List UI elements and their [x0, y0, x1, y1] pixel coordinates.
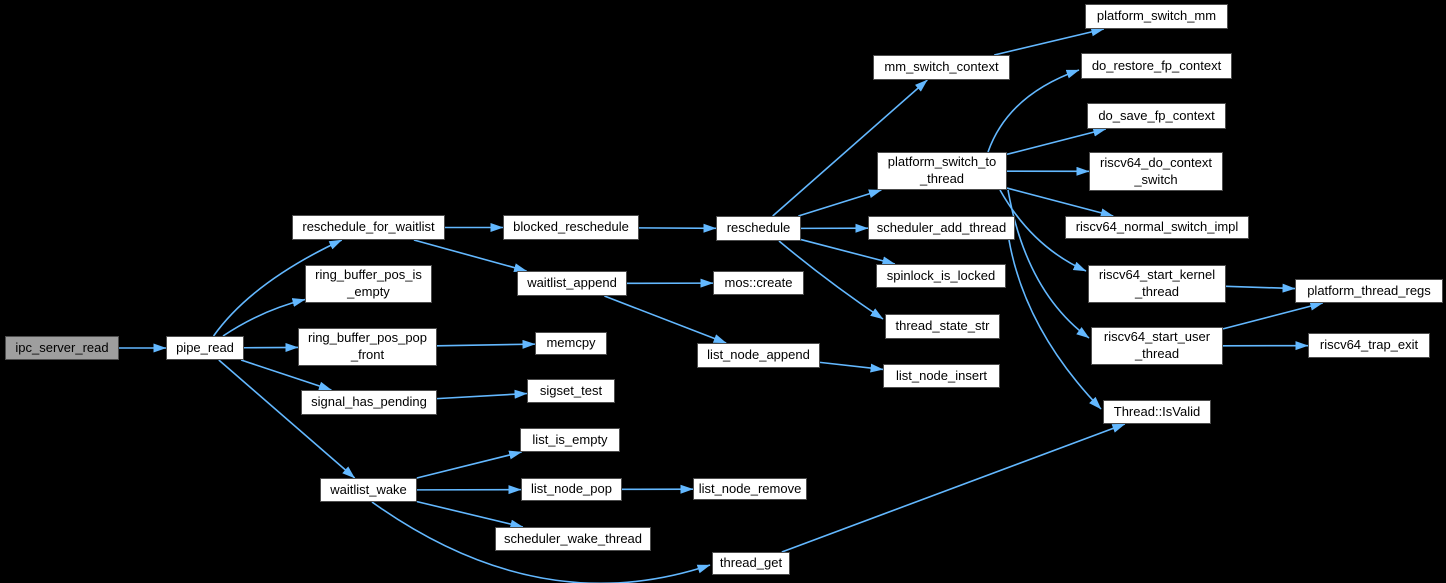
node-waitlist_wake[interactable]: waitlist_wake	[320, 478, 417, 502]
edge-reschedule-to-spinlock_is_locked	[800, 238, 896, 266]
edge-signal_has_pending-to-sigset_test	[436, 389, 528, 400]
node-riscv64_start_user_thread[interactable]: riscv64_start_user _thread	[1091, 327, 1223, 365]
node-waitlist_append[interactable]: waitlist_append	[517, 271, 627, 296]
node-list_node_append[interactable]: list_node_append	[697, 343, 820, 368]
node-ipc_server_read: ipc_server_read	[5, 336, 119, 360]
edge-pipe_read-to-waitlist_wake	[218, 359, 356, 479]
node-mm_switch_context[interactable]: mm_switch_context	[873, 55, 1010, 80]
edge-pipe_read-to-ring_buffer_pos_is_empty	[222, 298, 306, 337]
node-reschedule_for_waitlist[interactable]: reschedule_for_waitlist	[292, 215, 445, 240]
edge-reschedule-to-platform_switch_to_thread	[798, 189, 882, 217]
edge-riscv64_start_kernel_thread-to-platform_thread_regs	[1225, 283, 1296, 293]
edge-waitlist_wake-to-thread_get	[371, 501, 711, 583]
node-scheduler_wake_thread[interactable]: scheduler_wake_thread	[495, 527, 651, 551]
edge-waitlist_wake-to-list_is_empty	[416, 450, 523, 479]
edge-platform_switch_to_thread-to-do_save_fp_context	[1006, 127, 1107, 156]
edge-platform_switch_to_thread-to-do_restore_fp_context	[987, 69, 1080, 153]
edge-pipe_read-to-reschedule_for_waitlist	[212, 239, 343, 337]
node-ring_buffer_pos_is_empty[interactable]: ring_buffer_pos_is _empty	[305, 265, 432, 303]
node-list_node_insert[interactable]: list_node_insert	[883, 364, 1000, 388]
edge-waitlist_wake-to-scheduler_wake_thread	[416, 500, 524, 529]
node-riscv64_do_context_switch[interactable]: riscv64_do_context _switch	[1089, 152, 1223, 191]
edge-reschedule-to-mm_switch_context	[772, 79, 928, 217]
edge-mm_switch_context-to-platform_switch_mm	[994, 27, 1105, 56]
edge-pipe_read-to-signal_has_pending	[240, 359, 332, 391]
edge-list_node_append-to-list_node_insert	[819, 361, 884, 373]
node-thread_get[interactable]: thread_get	[712, 552, 790, 575]
node-platform_switch_mm[interactable]: platform_switch_mm	[1085, 4, 1228, 29]
node-blocked_reschedule[interactable]: blocked_reschedule	[503, 215, 639, 240]
edge-ring_buffer_pos_pop_front-to-memcpy	[436, 339, 536, 349]
node-list_node_remove[interactable]: list_node_remove	[693, 478, 807, 500]
edge-riscv64_start_user_thread-to-platform_thread_regs	[1222, 301, 1324, 330]
node-thread_isvalid[interactable]: Thread::IsValid	[1103, 400, 1211, 424]
node-riscv64_trap_exit[interactable]: riscv64_trap_exit	[1308, 333, 1430, 358]
edge-waitlist_append-to-list_node_append	[604, 295, 727, 344]
node-memcpy[interactable]: memcpy	[535, 332, 607, 355]
edge-thread_get-to-thread_isvalid	[781, 423, 1126, 553]
edge-platform_switch_to_thread-to-riscv64_start_user_thread	[1007, 189, 1090, 339]
node-do_save_fp_context[interactable]: do_save_fp_context	[1087, 103, 1226, 129]
node-riscv64_start_kernel_thread[interactable]: riscv64_start_kernel _thread	[1088, 265, 1226, 303]
node-sigset_test[interactable]: sigset_test	[527, 379, 615, 403]
node-mos_create[interactable]: mos::create	[713, 271, 804, 295]
edge-platform_switch_to_thread-to-riscv64_start_kernel_thread	[999, 189, 1087, 272]
edge-reschedule_for_waitlist-to-waitlist_append	[413, 239, 528, 273]
node-scheduler_add_thread[interactable]: scheduler_add_thread	[868, 216, 1015, 240]
node-platform_thread_regs[interactable]: platform_thread_regs	[1295, 279, 1443, 303]
node-thread_state_str[interactable]: thread_state_str	[885, 314, 1000, 339]
edge-reschedule-to-thread_state_str	[778, 240, 884, 320]
node-spinlock_is_locked[interactable]: spinlock_is_locked	[876, 264, 1006, 288]
node-signal_has_pending[interactable]: signal_has_pending	[301, 390, 437, 415]
node-pipe_read[interactable]: pipe_read	[166, 336, 244, 360]
node-do_restore_fp_context[interactable]: do_restore_fp_context	[1081, 53, 1232, 79]
node-list_node_pop[interactable]: list_node_pop	[521, 478, 622, 501]
edge-scheduler_add_thread-to-thread_isvalid	[1008, 239, 1102, 410]
edge-platform_switch_to_thread-to-riscv64_normal_switch_impl	[1006, 187, 1114, 218]
node-reschedule[interactable]: reschedule	[716, 216, 801, 241]
node-ring_buffer_pos_pop_front[interactable]: ring_buffer_pos_pop _front	[298, 328, 437, 366]
node-list_is_empty[interactable]: list_is_empty	[520, 428, 620, 452]
node-riscv64_normal_switch_impl[interactable]: riscv64_normal_switch_impl	[1065, 216, 1249, 239]
node-platform_switch_to_thread[interactable]: platform_switch_to _thread	[877, 152, 1007, 190]
